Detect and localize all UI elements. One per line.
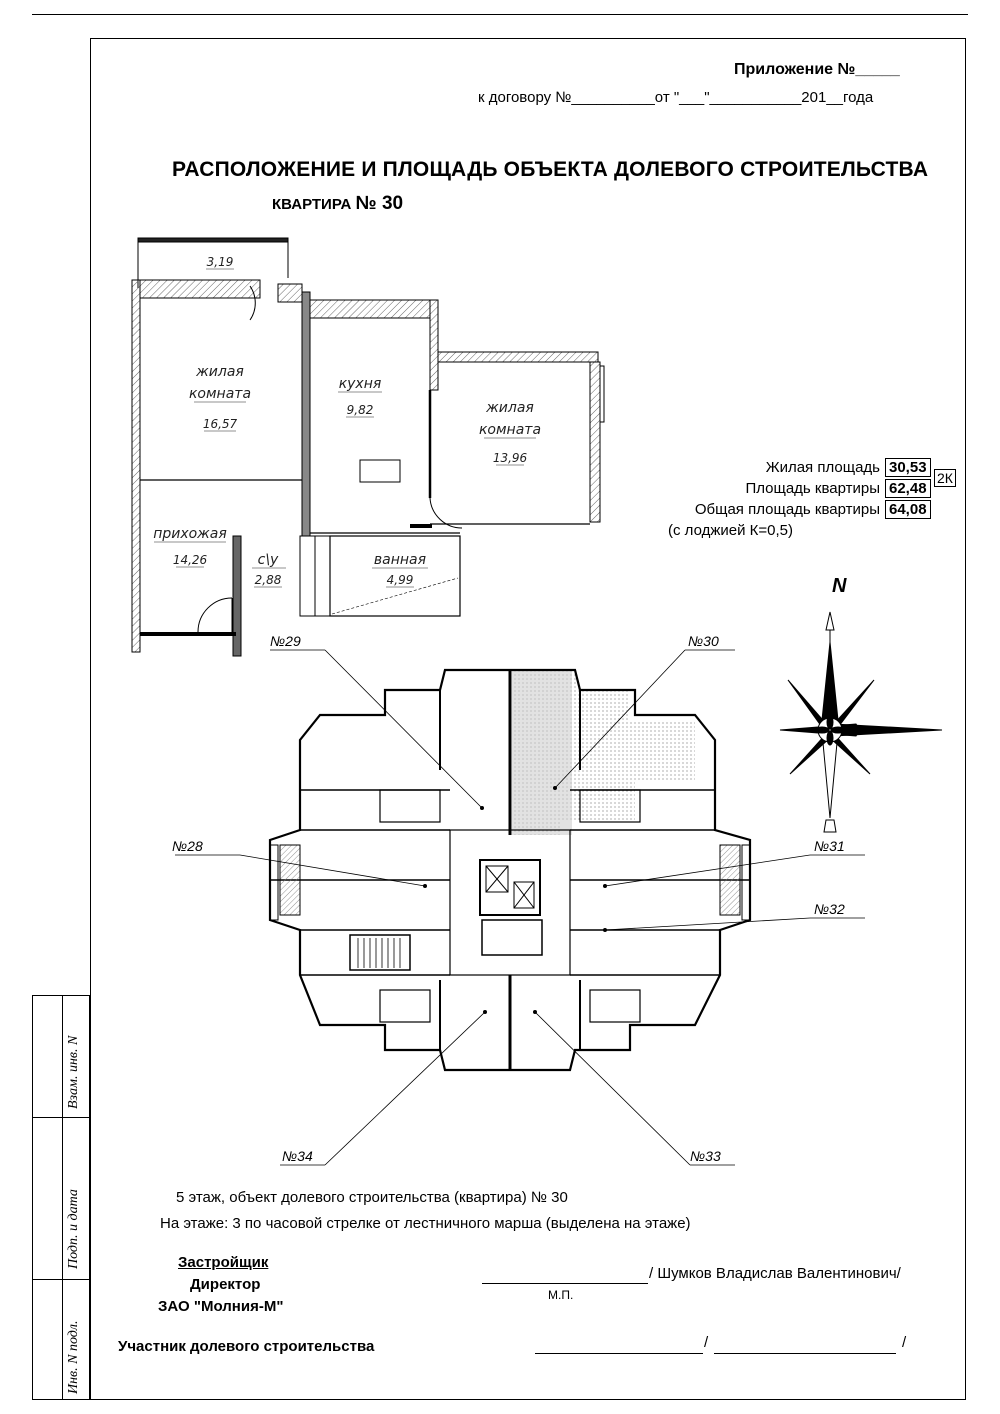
top-rule [32,14,968,15]
apt-label-31: №31 [814,838,845,854]
stamp-label-replace-inv: Взам. инв. N [66,1035,81,1109]
room-name-bath: ванная [374,552,426,568]
living-area-label: Жилая площадь [765,459,880,476]
participant-slash-1: / [704,1334,709,1351]
participant-name-line[interactable] [714,1353,896,1354]
company-label: ЗАО "Молния-М" [158,1298,284,1315]
apartment-prefix: КВАРТИРА [272,196,356,213]
stamp-label-sign-date: Подп. и дата [66,1189,81,1269]
apartment-number: № 30 [355,193,404,214]
room-name-hall: прихожая [153,526,227,542]
room-area-bath: 4,99 [387,573,414,587]
floor-note: 5 этаж, объект долевого строительства (к… [176,1189,568,1206]
developer-signature-line[interactable] [482,1283,648,1284]
participant-signature-line[interactable] [535,1353,703,1354]
compass-rose: N [779,575,943,833]
developer-signer-name: / Шумков Владислав Валентинович/ [649,1265,901,1282]
total-area-value: 64,08 [885,500,931,519]
room-area-hall: 14,26 [173,553,208,567]
apartment-area-label: Площадь квартиры [745,480,880,497]
participant-slash-2: / [902,1334,907,1351]
rooms-count-tag: 2К [934,469,956,487]
living-area-value: 30,53 [885,458,931,477]
loggia-note: (с лоджией К=0,5) [668,522,793,539]
stamp-divider [33,1117,89,1118]
participant-label: Участник долевого строительства [118,1338,375,1355]
apt-label-30: №30 [688,633,719,649]
stamp-divider [33,1279,89,1280]
apt-label-33: №33 [690,1148,721,1164]
attachment-number: Приложение №_____ [734,61,900,78]
floor-plan: №29 №30 №28 №31 №32 №34 №33 [172,633,865,1166]
room-area-living1: 16,57 [203,417,238,431]
stamp-divider [62,996,63,1399]
stamp-label-orig-inv: Инв. N подл. [66,1320,81,1394]
apt-label-32: №32 [814,901,845,917]
room-area-living2: 13,96 [493,451,528,465]
drawing-frame [90,38,966,1400]
page-title: РАСПОЛОЖЕНИЕ И ПЛОЩАДЬ ОБЪЕКТА ДОЛЕВОГО … [172,158,929,181]
apartment-plan: 3,19 жилая комната 16,57 кухня 9,82 жила… [131,237,605,657]
position-note: На этаже: 3 по часовой стрелке от лестни… [160,1215,691,1232]
room-name-kitchen: кухня [339,376,382,392]
apt-label-28: №28 [172,838,203,854]
room-name-living1b: комната [189,386,251,402]
room-area-wc: 2,88 [255,573,282,587]
apartment-subtitle: КВАРТИРА № 30 [272,193,403,215]
stamp-place: М.П. [548,1288,574,1302]
room-name-living2b: комната [479,422,541,438]
director-label: Директор [190,1276,261,1293]
apartment-area-value: 62,48 [885,479,931,498]
side-stamp: Взам. инв. N Подп. и дата Инв. N подл. [32,995,90,1400]
room-area-balcony: 3,19 [207,255,234,269]
contract-reference: к договору №__________от "___"__________… [478,89,874,106]
total-area-label: Общая площадь квартиры [694,501,880,518]
apt-label-29: №29 [270,633,301,649]
north-label: N [832,575,847,597]
developer-label: Застройщик [178,1254,269,1271]
apt-label-34: №34 [282,1148,313,1164]
balcony-rail [137,237,289,243]
room-name-living1: жилая [195,364,244,380]
room-name-wc: с\у [258,552,279,568]
room-area-kitchen: 9,82 [347,403,374,417]
room-name-living2: жилая [485,400,534,416]
